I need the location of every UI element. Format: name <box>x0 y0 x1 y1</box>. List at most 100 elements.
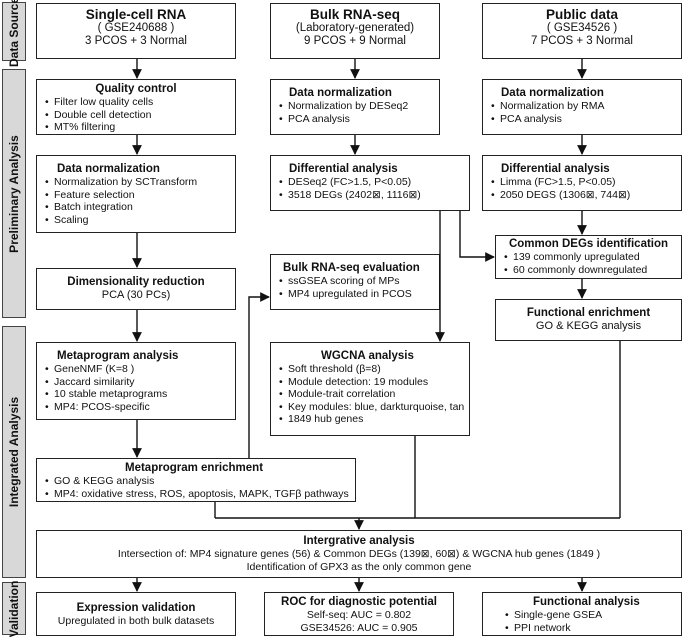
auc-gse34526: GSE34526: AUC = 0.905 <box>300 621 418 634</box>
dataset-id: (Laboratory-generated) <box>295 22 415 34</box>
list-item: Double cell detection <box>45 109 229 122</box>
box-title: ROC for diagnostic potential <box>281 596 437 608</box>
list-item: Filter low quality cells <box>45 96 229 109</box>
list-item: PPI network <box>505 622 675 635</box>
list-item: 10 stable metaprograms <box>45 388 229 401</box>
common-degs-box: Common DEGs identification 139 commonly … <box>495 235 682 279</box>
list-item: Module-trait correlation <box>279 388 463 401</box>
list-item: 3518 DEGs (2402⊠, 1116⊠) <box>279 189 463 202</box>
list-item: Normalization by RMA <box>491 100 675 113</box>
list-item: MP4: PCOS-specific <box>45 401 229 414</box>
item-list: Normalization by RMA PCA analysis <box>489 100 675 125</box>
list-item: Normalization by DESeq2 <box>279 100 433 113</box>
item-list: Limma (FC>1.5, P<0.05) 2050 DEGS (1306⊠,… <box>489 176 675 201</box>
box-title: Data normalization <box>501 87 604 99</box>
box-title: Differential analysis <box>289 163 398 175</box>
sample-count: 7 PCOS + 3 Normal <box>531 35 633 47</box>
intersection-text: Intersection of: MP4 signature genes (56… <box>117 548 601 560</box>
roc-box: ROC for diagnostic potential Self-seq: A… <box>264 592 454 636</box>
wgcna-analysis-box: WGCNA analysis Soft threshold (β=8) Modu… <box>270 342 470 436</box>
box-subtitle: PCA (30 PCs) <box>101 289 171 301</box>
list-item: GeneNMF (K=8 ) <box>45 363 229 376</box>
metaprogram-enrichment-box: Metaprogram enrichment GO & KEGG analysi… <box>36 458 356 502</box>
box-title: Common DEGs identification <box>508 238 669 250</box>
source-public: Public data ( GSE34526 ) 7 PCOS + 3 Norm… <box>482 3 682 59</box>
box-title: Functional enrichment <box>526 307 651 319</box>
box-title: Bulk RNA-seq evaluation <box>283 262 420 274</box>
item-list: DESeq2 (FC>1.5, P<0.05) 3518 DEGs (2402⊠… <box>277 176 463 201</box>
item-list: Normalization by DESeq2 PCA analysis <box>277 100 433 125</box>
functional-enrichment-box: Functional enrichment GO & KEGG analysis <box>495 299 682 341</box>
box-title: Differential analysis <box>501 163 610 175</box>
box-title: Metaprogram analysis <box>57 350 179 362</box>
box-subtitle: GO & KEGG analysis <box>535 320 642 332</box>
box-title: Intergrative analysis <box>303 535 415 547</box>
integrative-analysis-box: Intergrative analysis Intersection of: M… <box>36 530 682 578</box>
auc-self-seq: Self-seq: AUC = 0.802 <box>306 609 412 621</box>
list-item: PCA analysis <box>491 113 675 126</box>
item-list: Filter low quality cells Double cell det… <box>43 96 229 134</box>
box-title: Public data <box>545 7 618 22</box>
list-item: Jaccard similarity <box>45 376 229 389</box>
section-tab-preliminary: Preliminary Analysis <box>2 69 26 318</box>
section-tab-integrated: Integrated Analysis <box>2 326 26 578</box>
list-item: 139 commonly upregulated <box>504 251 675 264</box>
box-title: Data normalization <box>289 87 392 99</box>
functional-analysis-box: Functional analysis Single-gene GSEA PPI… <box>482 592 682 636</box>
box-title: WGCNA analysis <box>321 350 414 362</box>
list-item: Module detection: 19 modules <box>279 376 463 389</box>
box-title: Functional analysis <box>533 596 640 608</box>
list-item: DESeq2 (FC>1.5, P<0.05) <box>279 176 463 189</box>
list-item: PCA analysis <box>279 113 433 126</box>
item-list: Normalization by SCTransform Feature sel… <box>43 176 229 226</box>
source-single-cell: Single-cell RNA ( GSE240688 ) 3 PCOS + 3… <box>36 3 236 59</box>
list-item: Feature selection <box>45 189 229 202</box>
item-list: ssGSEA scoring of MPs MP4 upregulated in… <box>277 275 433 300</box>
item-list: GO & KEGG analysis MP4: oxidative stress… <box>43 475 349 500</box>
list-item: MT% filtering <box>45 121 229 134</box>
item-list: Soft threshold (β=8) Module detection: 1… <box>277 363 464 426</box>
list-item: Key modules: blue, darkturquoise, tan <box>279 401 464 414</box>
public-normalization-box: Data normalization Normalization by RMA … <box>482 79 682 135</box>
expression-validation-box: Expression validation Upregulated in bot… <box>36 592 236 636</box>
box-title: Metaprogram enrichment <box>125 462 264 474</box>
quality-control-box: Quality control Filter low quality cells… <box>36 79 236 135</box>
list-item: Normalization by SCTransform <box>45 176 229 189</box>
box-title: Bulk RNA-seq <box>309 7 400 22</box>
box-title: Dimensionality reduction <box>67 276 205 288</box>
section-tab-data-source: Data Source <box>2 0 26 67</box>
list-item: 60 commonly downregulated <box>504 264 675 277</box>
box-subtitle: Upregulated in both bulk datasets <box>57 615 215 627</box>
box-title: Expression validation <box>76 602 196 614</box>
list-item: Limma (FC>1.5, P<0.05) <box>491 176 675 189</box>
list-item: 2050 DEGS (1306⊠, 744⊠) <box>491 189 675 202</box>
box-title: Data normalization <box>57 163 160 175</box>
dimensionality-reduction-box: Dimensionality reduction PCA (30 PCs) <box>36 268 236 310</box>
public-differential-box: Differential analysis Limma (FC>1.5, P<0… <box>482 155 682 211</box>
list-item: 1849 hub genes <box>279 413 463 426</box>
box-title: Quality control <box>95 83 177 95</box>
bulk-normalization-box: Data normalization Normalization by DESe… <box>270 79 440 135</box>
list-item: Single-gene GSEA <box>505 609 675 622</box>
source-bulk: Bulk RNA-seq (Laboratory-generated) 9 PC… <box>270 3 440 59</box>
metaprogram-analysis-box: Metaprogram analysis GeneNMF (K=8 ) Jacc… <box>36 342 236 420</box>
list-item: MP4: oxidative stress, ROS, apoptosis, M… <box>45 488 349 501</box>
section-tab-validation: Validation <box>2 580 26 637</box>
list-item: GO & KEGG analysis <box>45 475 349 488</box>
box-title: Single-cell RNA <box>85 7 187 22</box>
list-item: Scaling <box>45 214 229 227</box>
list-item: MP4 upregulated in PCOS <box>279 288 433 301</box>
sample-count: 9 PCOS + 9 Normal <box>304 35 406 47</box>
list-item: Soft threshold (β=8) <box>279 363 463 376</box>
dataset-id: ( GSE34526 ) <box>546 22 618 34</box>
bulk-differential-box: Differential analysis DESeq2 (FC>1.5, P<… <box>270 155 470 211</box>
sc-normalization-box: Data normalization Normalization by SCTr… <box>36 155 236 233</box>
result-text: Identification of GPX3 as the only commo… <box>246 560 472 573</box>
item-list: GeneNMF (K=8 ) Jaccard similarity 10 sta… <box>43 363 229 413</box>
dataset-id: ( GSE240688 ) <box>97 22 175 34</box>
arrow-bulkdiff-to-common <box>459 211 495 262</box>
item-list: Single-gene GSEA PPI network <box>489 609 675 634</box>
list-item: ssGSEA scoring of MPs <box>279 275 433 288</box>
